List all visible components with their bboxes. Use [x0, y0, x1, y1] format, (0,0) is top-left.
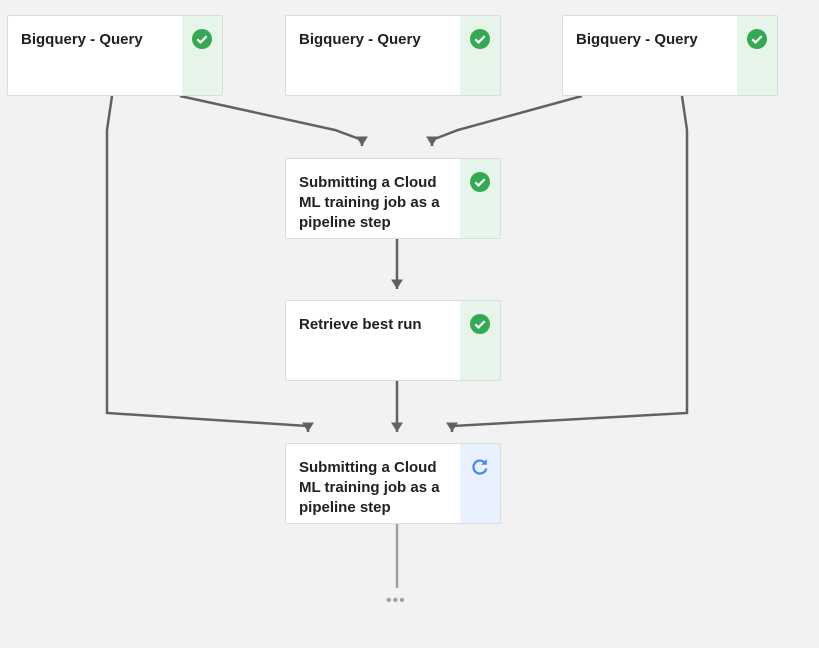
check-circle-icon — [470, 314, 490, 334]
node-status — [737, 16, 777, 95]
check-circle-icon — [470, 172, 490, 192]
node-status — [460, 16, 500, 95]
node-status — [460, 159, 500, 238]
edge-bq1-to-train2 — [105, 95, 314, 432]
pipeline-node-cloud-ml-training-1[interactable]: Submitting a Cloud ML training job as a … — [285, 158, 501, 239]
check-circle-icon — [470, 29, 490, 49]
edge-bq3-to-train2 — [446, 95, 689, 432]
edge-bq2-to-train1 — [179, 94, 368, 146]
edge-bq3-to-train1 — [426, 94, 583, 146]
node-label: Bigquery - Query — [576, 31, 698, 48]
check-circle-icon — [747, 29, 767, 49]
more-steps-indicator[interactable]: ••• — [386, 592, 406, 609]
pipeline-node-bigquery-query-3[interactable]: Bigquery - Query — [562, 15, 778, 96]
pipeline-node-bigquery-query-2[interactable]: Bigquery - Query — [285, 15, 501, 96]
node-status — [182, 16, 222, 95]
node-status — [460, 444, 500, 523]
refresh-icon — [472, 459, 488, 475]
node-status — [460, 301, 500, 380]
node-label: Bigquery - Query — [299, 31, 421, 48]
pipeline-node-cloud-ml-training-2[interactable]: Submitting a Cloud ML training job as a … — [285, 443, 501, 524]
pipeline-node-bigquery-query-1[interactable]: Bigquery - Query — [7, 15, 223, 96]
check-circle-icon — [192, 29, 212, 49]
node-label: Submitting a Cloud ML training job as a … — [299, 459, 440, 516]
pipeline-node-retrieve-best-run[interactable]: Retrieve best run — [285, 300, 501, 381]
node-label: Retrieve best run — [299, 316, 422, 333]
node-label: Bigquery - Query — [21, 31, 143, 48]
node-label: Submitting a Cloud ML training job as a … — [299, 174, 440, 231]
